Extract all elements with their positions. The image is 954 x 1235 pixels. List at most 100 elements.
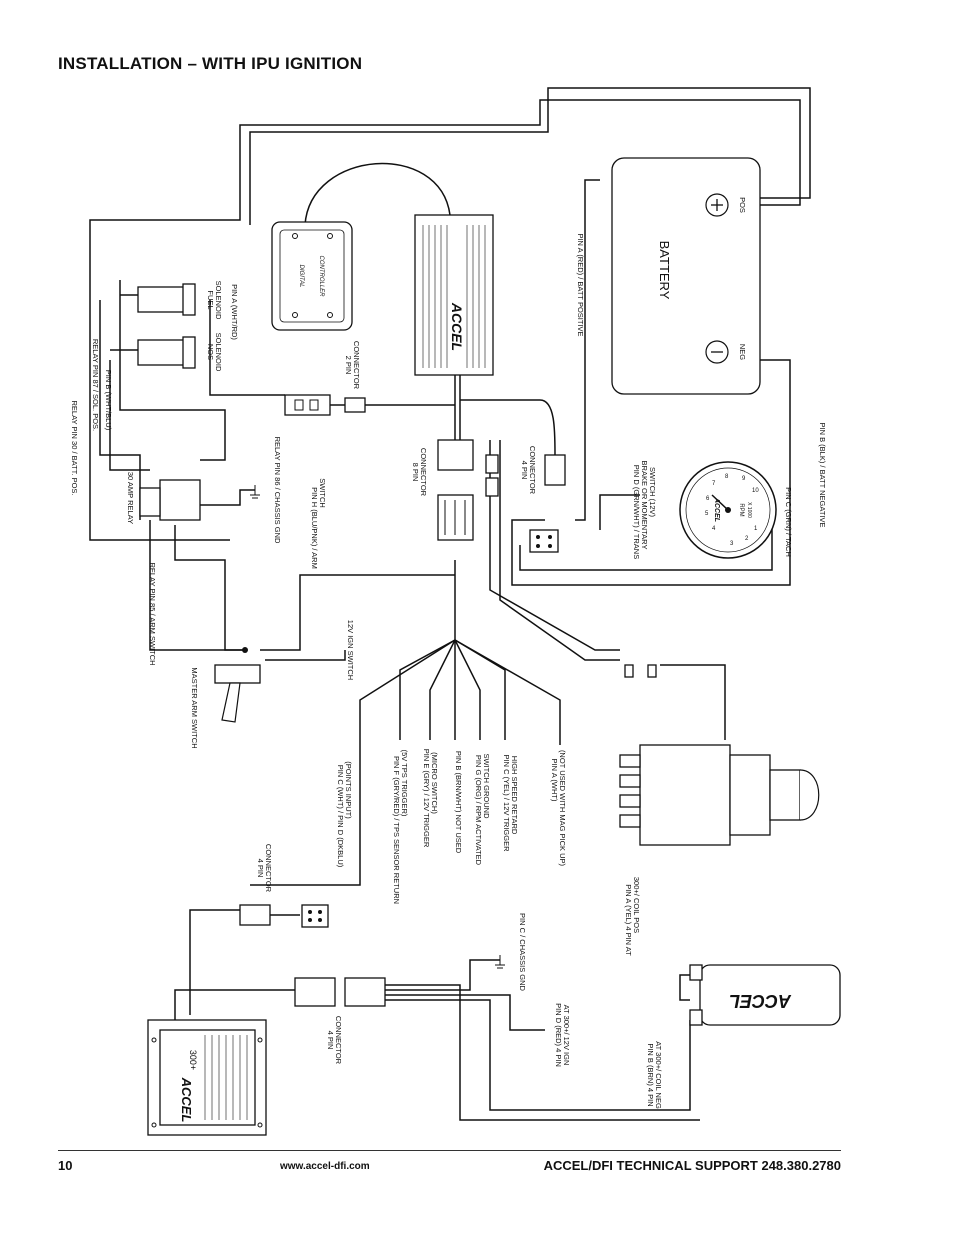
battery: BATTERY POS NEG — [611, 157, 761, 395]
thirty-amp-relay — [139, 479, 201, 521]
page-number: 10 — [58, 1158, 73, 1173]
eight-pin-connector-label: CONNECTOR — [419, 448, 428, 497]
tach-number: 2 — [745, 536, 749, 542]
four-pin-connector-left — [239, 904, 329, 928]
relay-pin-85-label: RELAY PIN 85 / ARM SWITCH — [148, 562, 157, 665]
pin-c-wht-label: (POINTS INPUT) — [344, 761, 353, 819]
four-pin-connector-left-label: CONNECTOR — [264, 844, 273, 893]
pin-b-brn-label: AT 300+/ COIL NEG — [654, 1041, 663, 1109]
footer-divider — [58, 1150, 841, 1151]
eight-pin-connector-label: 8 PIN — [411, 463, 420, 482]
tach-number: 10 — [752, 488, 759, 494]
tach-number: 6 — [706, 496, 710, 502]
chassis-ground-symbol — [495, 955, 505, 969]
ign-switch-label: 12V IGN SWITCH — [346, 620, 355, 680]
coil-brand-logo: ACCEL — [729, 991, 792, 1011]
labels: FUEL SOLENOID NOS SOLENOID PIN A (WHT/RD… — [70, 233, 827, 1108]
controller-label-1: DIGITAL — [298, 265, 304, 288]
pin-d-grn-wht-label: SWITCH (12V) — [648, 467, 657, 518]
pin-d-red-label: AT 300+/ 12V IGN — [562, 1005, 571, 1066]
pin-f-label: (5V TPS TRIGGER) — [400, 750, 409, 817]
nos-solenoid-label: NOS — [206, 344, 215, 360]
pin-b-brn-wht-label: PIN B (BRN/WHT) NOT USED — [454, 751, 463, 854]
master-arm-switch-label: MASTER ARM SWITCH — [190, 667, 199, 748]
technical-support-line: ACCEL/DFI TECHNICAL SUPPORT 248.380.2780 — [543, 1158, 841, 1173]
pin-a-red-batt-label: PIN A (RED) / BATT POSITIVE — [576, 233, 585, 336]
digital-controller: DIGITAL CONTROLLER — [271, 221, 353, 331]
four-pin-connector-top-label: 4 PIN — [520, 461, 529, 480]
two-pin-connector — [284, 394, 366, 416]
pin-a-wht-label: (NOT USED WITH MAG PICK UP) — [558, 750, 567, 867]
nos-solenoid-label: SOLENOID — [214, 333, 223, 372]
fuel-solenoid-label: FUEL — [206, 290, 215, 309]
pin-a-wht-label: PIN A (WHT) — [550, 759, 559, 802]
tach-number: 7 — [712, 481, 716, 487]
eight-pin-connector — [437, 439, 474, 541]
tach-scale-label: X 1000 — [746, 502, 752, 518]
four-pin-connector-left-label: 4 PIN — [256, 859, 265, 878]
pin-c-chassis-label: PIN C / CHASSIS GND — [518, 913, 527, 992]
pin-c-grn-tach-label: PIN C (GRN) / TACH — [784, 487, 793, 557]
controller-button — [292, 312, 298, 318]
pin-g-label: PIN G (ORG) / RPM ACTIVATED — [474, 755, 483, 866]
pin-a-wht-rd-label: PIN A (WHT/RD) — [230, 284, 239, 340]
ignition-box-brand: ACCEL — [179, 1077, 194, 1123]
four-pin-connector-bottom-label: CONNECTOR — [334, 1016, 343, 1065]
pin-f-label: PIN F (GRY/RED) / TPS SENSOR RETURN — [392, 756, 401, 904]
pin-d-grn-wht-label: PIN D (GRN/WHT) / TRANS — [632, 465, 641, 559]
relay-pin-30-label: RELAY PIN 30 / BATT. POS. — [70, 400, 79, 495]
battery-neg-label: NEG — [738, 344, 747, 360]
relay-pin-87-label: RELAY PIN 87 / SOL. POS. — [91, 339, 100, 431]
controller-label-2: CONTROLLER — [318, 255, 324, 297]
tach-number: 3 — [730, 541, 734, 547]
relay-pin-86-label: RELAY PIN 86 / CHASSIS GND — [273, 437, 282, 544]
pin-d-grn-wht-label: BRAKE OR MOMENTARY — [640, 461, 649, 550]
battery-positive-terminal — [705, 193, 729, 217]
pin-g-label: SWITCH GROUND — [482, 754, 491, 820]
battery-pos-label: POS — [738, 197, 747, 213]
four-pin-connector-top — [485, 454, 566, 553]
pin-h-label: PIN H (BLU/PNK) / ARM — [310, 487, 319, 569]
pin-d-red-label: PIN D (RED) 4 PIN — [554, 1003, 563, 1067]
controller-button — [327, 312, 333, 318]
pin-b-wht-blu-label: PIN B (WHT/BLU) — [104, 370, 113, 431]
four-pin-connector-bottom-label: 4 PIN — [326, 1031, 335, 1050]
nitrous-module: ACCEL — [414, 214, 494, 376]
distributor — [619, 664, 820, 846]
tach-number: 4 — [712, 526, 716, 532]
ignition-box-300plus: ACCEL 300+ — [147, 1019, 267, 1136]
pin-b-blk-batt-label: PIN B (BLK) / BATT NEGATIVE — [818, 422, 827, 527]
controller-button — [292, 233, 298, 239]
nos-solenoid — [110, 336, 196, 369]
website-link[interactable]: www.accel-dfi.com — [280, 1161, 370, 1172]
amp-relay-label: 30 AMP RELAY — [126, 472, 135, 524]
two-pin-connector-label: 2 PIN — [344, 356, 353, 375]
fuel-solenoid — [120, 283, 196, 316]
pin-a-yel-label: PIN A (YEL) 4 PIN AT — [624, 884, 633, 956]
pin-a-yel-label: 300+/ COIL POS — [632, 877, 641, 933]
chassis-ground-symbol — [250, 485, 260, 499]
master-arm-switch — [214, 647, 261, 723]
two-pin-connector-label: CONNECTOR — [352, 341, 361, 390]
controller-button — [327, 233, 333, 239]
pin-c-yel-label: HIGH SPEED RETARD — [510, 756, 519, 835]
pin-b-brn-label: PIN B (BRN) 4 PIN — [646, 1043, 655, 1106]
ignition-coil: ACCEL — [689, 964, 841, 1026]
page-title: INSTALLATION – WITH IPU IGNITION — [58, 54, 363, 73]
ignition-box-model: 300+ — [188, 1050, 198, 1070]
tach-rpm-label: RPM — [738, 503, 744, 516]
fuel-solenoid-label: SOLENOID — [214, 281, 223, 320]
pin-c-wht-label: PIN C (WHT) / PIN D (DKBLU) — [336, 765, 345, 868]
four-pin-connector-top-label: CONNECTOR — [528, 446, 537, 495]
module-brand-logo: ACCEL — [449, 302, 465, 351]
pin-h-label: SWITCH — [318, 478, 327, 508]
tach-number: 8 — [725, 474, 729, 480]
battery-negative-terminal — [705, 340, 729, 364]
battery-label: BATTERY — [657, 241, 672, 300]
tachometer: ACCEL RPM X 1000 1 2 3 4 5 6 7 8 9 10 — [679, 461, 777, 559]
tach-brand: ACCEL — [713, 497, 720, 522]
pin-e-label: (MICRO SWITCH) — [430, 752, 439, 814]
wiring — [89, 87, 811, 1121]
pin-c-yel-label: PIN C (YEL) / 12V TRIGGER — [502, 755, 511, 853]
